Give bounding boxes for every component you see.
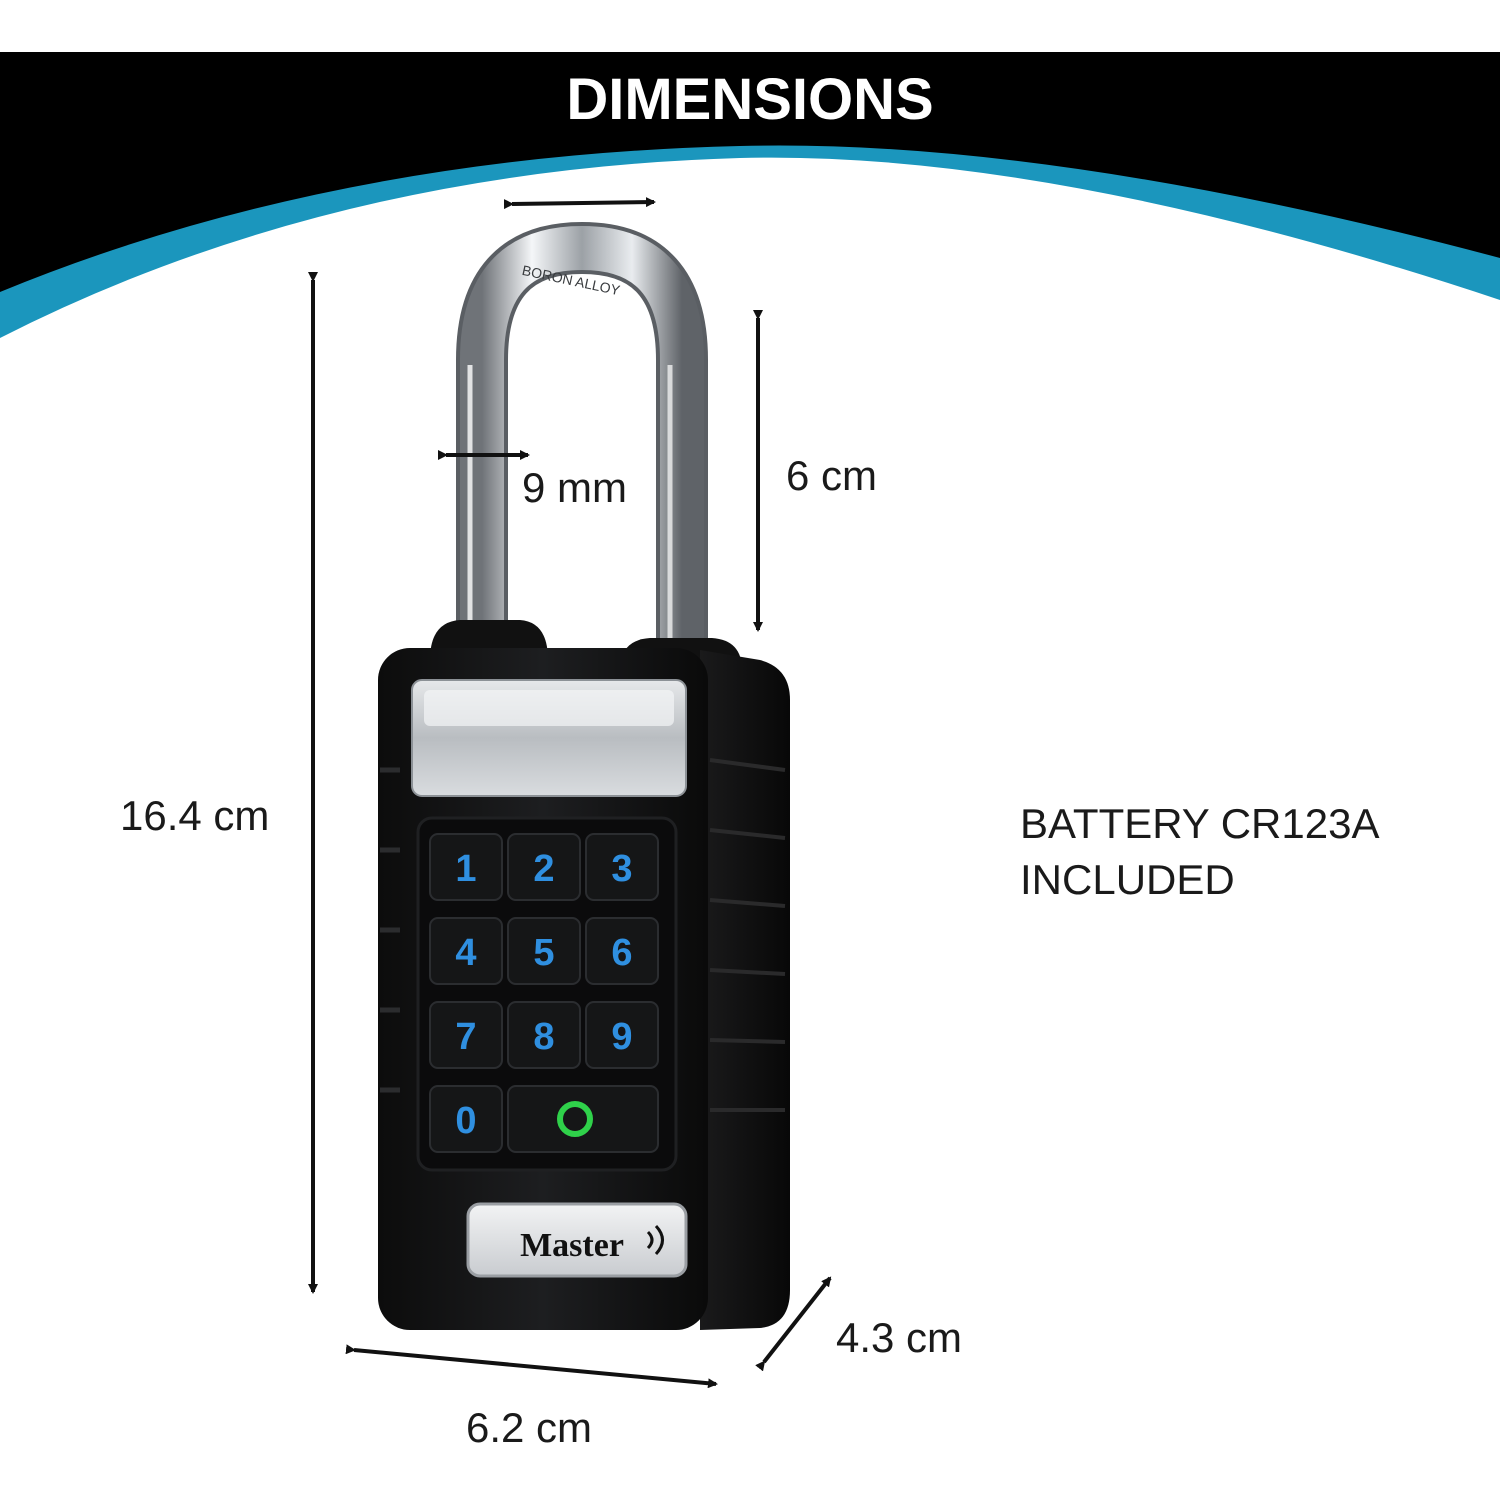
- keypad-key-2: [507, 833, 581, 901]
- label-depth: 4.3 cm: [836, 1314, 963, 1361]
- battery-note: BATTERY CR123A INCLUDED: [1020, 796, 1379, 908]
- lock-body-side: [700, 650, 790, 1330]
- keypad-key-label-9: 9: [611, 1016, 632, 1058]
- label-total-height: 16.4 cm: [120, 792, 270, 839]
- arrow-width: [345, 1344, 718, 1389]
- keypad-key-label-7: 7: [455, 1016, 476, 1058]
- arrow-depth: [755, 1276, 832, 1372]
- keypad-key-0: [429, 1085, 503, 1153]
- battery-note-line2: INCLUDED: [1020, 856, 1235, 903]
- header-black-band: [0, 52, 1500, 292]
- battery-note-line1: BATTERY CR123A: [1020, 800, 1380, 847]
- keypad-key-4: [429, 917, 503, 985]
- keypad-key-9: [585, 1001, 659, 1069]
- keypad-key-5: [507, 917, 581, 985]
- keypad-key-label-6: 6: [611, 932, 632, 974]
- dimension-arrows: [308, 197, 832, 1389]
- label-shackle-height: 6 cm: [786, 452, 878, 499]
- keypad-key-3: [585, 833, 659, 901]
- keypad: 1 2 3 4 5 6 7 8 9 0: [429, 833, 659, 1153]
- page-title: DIMENSIONS: [566, 67, 934, 132]
- keypad-key-label-0: 0: [455, 1100, 476, 1142]
- keypad-key-label-3: 3: [611, 848, 632, 890]
- label-width: 6.2 cm: [466, 1404, 593, 1451]
- arrow-shackle-clearance: [503, 197, 656, 210]
- keypad-key-label-2: 2: [533, 848, 554, 890]
- keypad-key-7: [429, 1001, 503, 1069]
- brand-logo: Master: [520, 1227, 624, 1264]
- keypad-key-label-5: 5: [533, 932, 554, 974]
- keypad-key-label-4: 4: [455, 932, 476, 974]
- keypad-panel: [416, 816, 678, 1172]
- keypad-key-8: [507, 1001, 581, 1069]
- keypad-confirm-button: [507, 1085, 659, 1153]
- keypad-key-label-8: 8: [533, 1016, 554, 1058]
- shackle: BORON ALLOY: [456, 221, 708, 660]
- front-grips: [380, 767, 400, 1093]
- header-banner: [0, 52, 1500, 338]
- keypad-key-6: [585, 917, 659, 985]
- side-grips: [709, 758, 786, 1112]
- keypad-key-1: [429, 833, 503, 901]
- brand-badge: Master: [466, 1202, 688, 1278]
- confirm-ring-icon: [557, 1101, 593, 1137]
- label-shackle-diameter: 9 mm: [522, 464, 627, 511]
- keypad-key-label-1: 1: [455, 848, 476, 890]
